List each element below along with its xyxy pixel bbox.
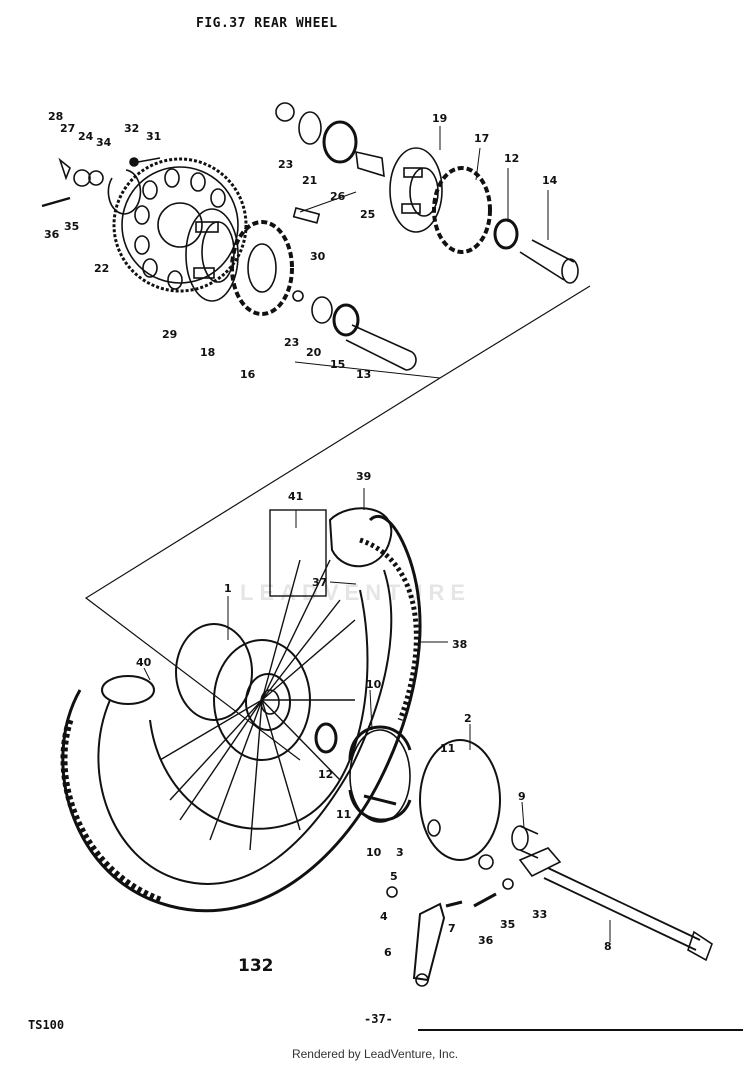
callout: 22 bbox=[94, 262, 109, 275]
callout: 11 bbox=[336, 808, 351, 821]
nut bbox=[73, 169, 91, 187]
axle bbox=[543, 867, 713, 962]
callout: 14 bbox=[542, 174, 558, 187]
cush-rubber-17 bbox=[432, 166, 492, 254]
spacer-25 bbox=[355, 150, 385, 178]
callout: 35 bbox=[64, 220, 79, 233]
callout: 33 bbox=[532, 908, 547, 921]
callout: 12 bbox=[504, 152, 519, 165]
bolt-30 bbox=[292, 207, 321, 224]
callout: 9 bbox=[518, 790, 526, 803]
callout: 36 bbox=[44, 228, 60, 241]
bolt-7 bbox=[445, 900, 463, 908]
callout: 32 bbox=[124, 122, 139, 135]
callout: 13 bbox=[356, 368, 371, 381]
tube bbox=[101, 507, 393, 705]
brake-shoes bbox=[348, 725, 412, 823]
callout: 16 bbox=[240, 368, 256, 381]
bearing-12 bbox=[493, 218, 519, 250]
callout: 19 bbox=[432, 112, 447, 125]
bolt-36 bbox=[473, 892, 497, 908]
callout: 12 bbox=[318, 768, 333, 781]
axle-spacer-9 bbox=[511, 825, 539, 859]
callout: 10 bbox=[366, 846, 382, 859]
oil-seal-23 bbox=[275, 102, 295, 122]
callout: 18 bbox=[200, 346, 215, 359]
page-title: FIG.37 REAR WHEEL bbox=[196, 16, 338, 31]
washer-21 bbox=[298, 111, 322, 145]
watermark: LEADVENTURE bbox=[240, 580, 472, 605]
callout: 35 bbox=[500, 918, 515, 931]
callout: 21 bbox=[302, 174, 317, 187]
bottom-rule bbox=[418, 1029, 743, 1031]
cush-rubber bbox=[230, 220, 294, 316]
callout: 36 bbox=[478, 934, 494, 947]
axle-spacer-lower bbox=[292, 290, 417, 371]
chain-adjuster bbox=[518, 847, 562, 878]
callout: 7 bbox=[448, 922, 456, 935]
spokes bbox=[159, 559, 356, 851]
sprocket bbox=[112, 157, 248, 293]
brake-arm bbox=[412, 902, 446, 987]
bolt bbox=[41, 196, 71, 208]
model-label: TS100 bbox=[28, 1018, 65, 1032]
callout: 34 bbox=[96, 136, 112, 149]
callout: 31 bbox=[146, 130, 161, 143]
callout: 11 bbox=[440, 742, 455, 755]
callout-labels: 28 27 24 34 32 31 36 35 22 29 18 16 30 2… bbox=[44, 110, 612, 959]
callout: 20 bbox=[306, 346, 322, 359]
circlip bbox=[107, 169, 142, 215]
callout: 25 bbox=[360, 208, 375, 221]
small-bolt-32 bbox=[129, 157, 139, 167]
washer-4 bbox=[386, 886, 398, 898]
callout: 28 bbox=[48, 110, 63, 123]
callout: 1 bbox=[224, 582, 232, 595]
bearing-26 bbox=[322, 120, 358, 164]
rim bbox=[149, 589, 369, 830]
callout: 29 bbox=[162, 328, 177, 341]
lock-washer bbox=[58, 157, 71, 181]
hub bbox=[175, 623, 311, 761]
callout: 3 bbox=[396, 846, 404, 859]
washer bbox=[88, 170, 104, 186]
callout: 4 bbox=[380, 910, 388, 923]
callout: 24 bbox=[78, 130, 94, 143]
bolt-31 bbox=[137, 157, 161, 163]
callout: 5 bbox=[390, 870, 398, 883]
callout: 8 bbox=[604, 940, 612, 953]
callout: 6 bbox=[384, 946, 392, 959]
callout: 23 bbox=[284, 336, 299, 349]
bearing-12-lower bbox=[314, 722, 338, 754]
callout: 15 bbox=[330, 358, 345, 371]
callout: 37 bbox=[312, 576, 327, 589]
brake-panel bbox=[419, 739, 501, 870]
footer-credit: Rendered by LeadVenture, Inc. bbox=[291, 1047, 459, 1061]
callout: 10 bbox=[366, 678, 382, 691]
rear-tire bbox=[60, 514, 422, 913]
washer-35 bbox=[502, 878, 514, 890]
rim-band bbox=[269, 509, 327, 597]
callout: 2 bbox=[464, 712, 472, 725]
callout: 17 bbox=[474, 132, 489, 145]
sprocket-drum bbox=[185, 208, 239, 302]
callout: 26 bbox=[330, 190, 346, 203]
callout: 30 bbox=[310, 250, 326, 263]
callout: 40 bbox=[136, 656, 152, 669]
callout: 27 bbox=[60, 122, 75, 135]
diagram-number: 132 bbox=[238, 956, 274, 976]
callout: 39 bbox=[356, 470, 371, 483]
callout: 38 bbox=[452, 638, 467, 651]
callout: 23 bbox=[278, 158, 293, 171]
callout: 41 bbox=[288, 490, 303, 503]
page-number: -37- bbox=[364, 1012, 393, 1026]
spacer-14 bbox=[519, 239, 579, 284]
